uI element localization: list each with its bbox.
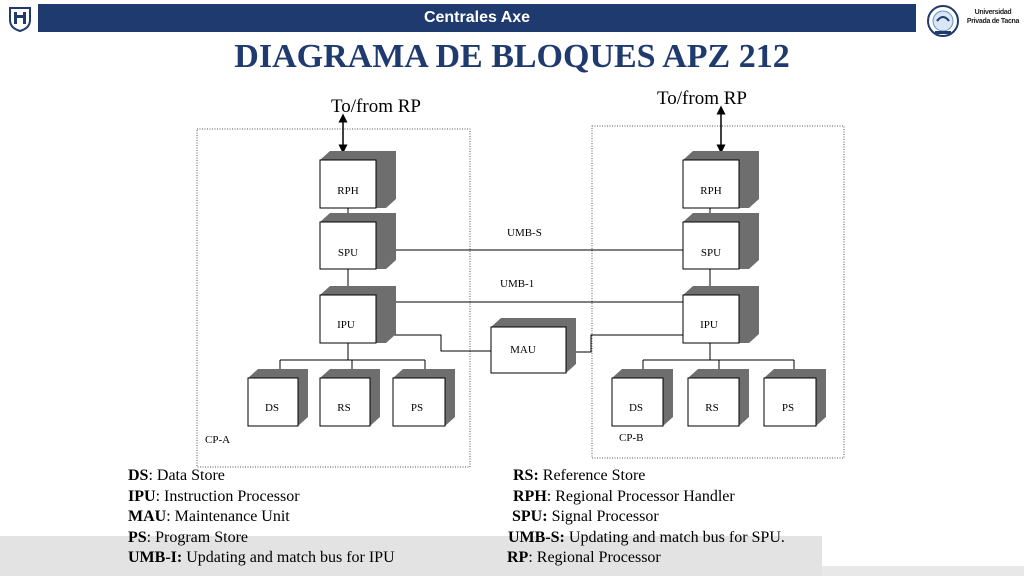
bottom-gray-strip <box>0 536 822 576</box>
legend-text: : Data Store <box>148 467 225 484</box>
legend-item: SPU: Signal Processor <box>507 507 785 528</box>
legend-key: RS: <box>513 467 539 484</box>
legend-item: IPU: Instruction Processor <box>128 487 395 508</box>
legend-key: RPH <box>513 487 547 505</box>
link-mau-ipu-b <box>568 334 683 353</box>
legend-right: RS: Reference Store RPH: Regional Proces… <box>507 466 785 569</box>
block-ps-a: PS <box>392 369 455 427</box>
block-rs-b-label: RS <box>705 402 718 414</box>
cp-b-label: CP-B <box>619 432 643 444</box>
rp-label-right: To/from RP <box>657 88 747 109</box>
block-ds-b: DS <box>611 369 673 427</box>
legend-text: : Program Store <box>146 528 248 546</box>
rp-label-left: To/from RP <box>331 96 421 117</box>
block-ps-b: PS <box>763 369 826 427</box>
university-name-line2: Privada de Tacna <box>966 18 1020 25</box>
slide-title: DIAGRAMA DE BLOQUES APZ 212 <box>234 38 790 75</box>
legend-text: : Instruction Processor <box>155 487 300 505</box>
legend-item: RPH: Regional Processor Handler <box>507 487 785 508</box>
university-logo-icon <box>926 4 960 38</box>
legend-item: PS: Program Store <box>128 528 395 549</box>
umb-1-label: UMB-1 <box>500 278 534 290</box>
legend-item: RP: Regional Processor <box>507 548 785 569</box>
block-mau: MAU <box>490 318 576 374</box>
link-ipu-a-mau <box>384 334 491 352</box>
block-ps-a-label: PS <box>411 402 423 414</box>
block-rs-b: RS <box>687 369 749 427</box>
legend-item: UMB-I: Updating and match bus for IPU <box>128 548 395 569</box>
university-name: Universidad Privada de Tacna <box>962 8 1024 26</box>
block-ds-a: DS <box>247 369 308 427</box>
block-rph-a: RPH <box>319 151 396 209</box>
block-ipu-a: IPU <box>319 286 396 344</box>
cp-a-label: CP-A <box>205 434 230 446</box>
legend-key: UMB-S: <box>508 528 565 546</box>
block-ipu-b: IPU <box>682 286 759 344</box>
block-ds-a-label: DS <box>265 402 279 414</box>
block-ipu-b-label: IPU <box>700 319 718 331</box>
bottom-gray-strip-right <box>822 566 1024 576</box>
block-ipu-a-label: IPU <box>337 319 355 331</box>
legend-text: : Regional Processor Handler <box>546 487 735 505</box>
legend-key: UMB-I: <box>128 549 183 566</box>
header-bar: Centrales Axe <box>38 4 916 32</box>
legend-item: DS: Data Store <box>128 466 395 487</box>
block-spu-b-label: SPU <box>701 247 721 259</box>
block-spu-a-label: SPU <box>338 247 358 259</box>
legend-key: SPU: <box>512 508 548 525</box>
cp-a-boundary <box>196 128 471 468</box>
block-rs-a: RS <box>319 369 380 427</box>
legend-key: PS <box>128 528 147 546</box>
legend-text: Reference Store <box>538 467 646 484</box>
block-spu-a: SPU <box>319 213 396 270</box>
block-ps-b-label: PS <box>782 402 794 414</box>
legend-text: : Regional Processor <box>528 549 661 566</box>
legend-key: MAU <box>128 508 167 525</box>
university-crest-icon <box>8 6 32 33</box>
block-rph-b: RPH <box>682 151 759 209</box>
legend-text: : Maintenance Unit <box>166 508 290 525</box>
block-spu-b: SPU <box>682 213 759 270</box>
legend-left: DS: Data Store IPU: Instruction Processo… <box>128 466 395 569</box>
block-ds-b-label: DS <box>629 402 643 414</box>
legend-item: MAU: Maintenance Unit <box>128 507 395 528</box>
legend-text: Signal Processor <box>547 508 659 525</box>
university-name-line1: Universidad <box>974 9 1012 16</box>
header-title: Centrales Axe <box>423 9 531 26</box>
legend-key: RP <box>507 549 529 566</box>
block-mau-label: MAU <box>510 344 536 356</box>
legend-item: UMB-S: Updating and match bus for SPU. <box>507 528 785 549</box>
legend-item: RS: Reference Store <box>507 466 785 487</box>
legend-key: DS <box>128 467 149 484</box>
block-rph-a-label: RPH <box>337 185 358 197</box>
block-rph-b-label: RPH <box>700 185 721 197</box>
legend-text: Updating and match bus for IPU <box>182 549 395 566</box>
legend-key: IPU <box>128 487 156 505</box>
legend-text: Updating and match bus for SPU. <box>564 528 785 546</box>
umb-s-label: UMB-S <box>507 227 542 239</box>
block-rs-a-label: RS <box>337 402 350 414</box>
